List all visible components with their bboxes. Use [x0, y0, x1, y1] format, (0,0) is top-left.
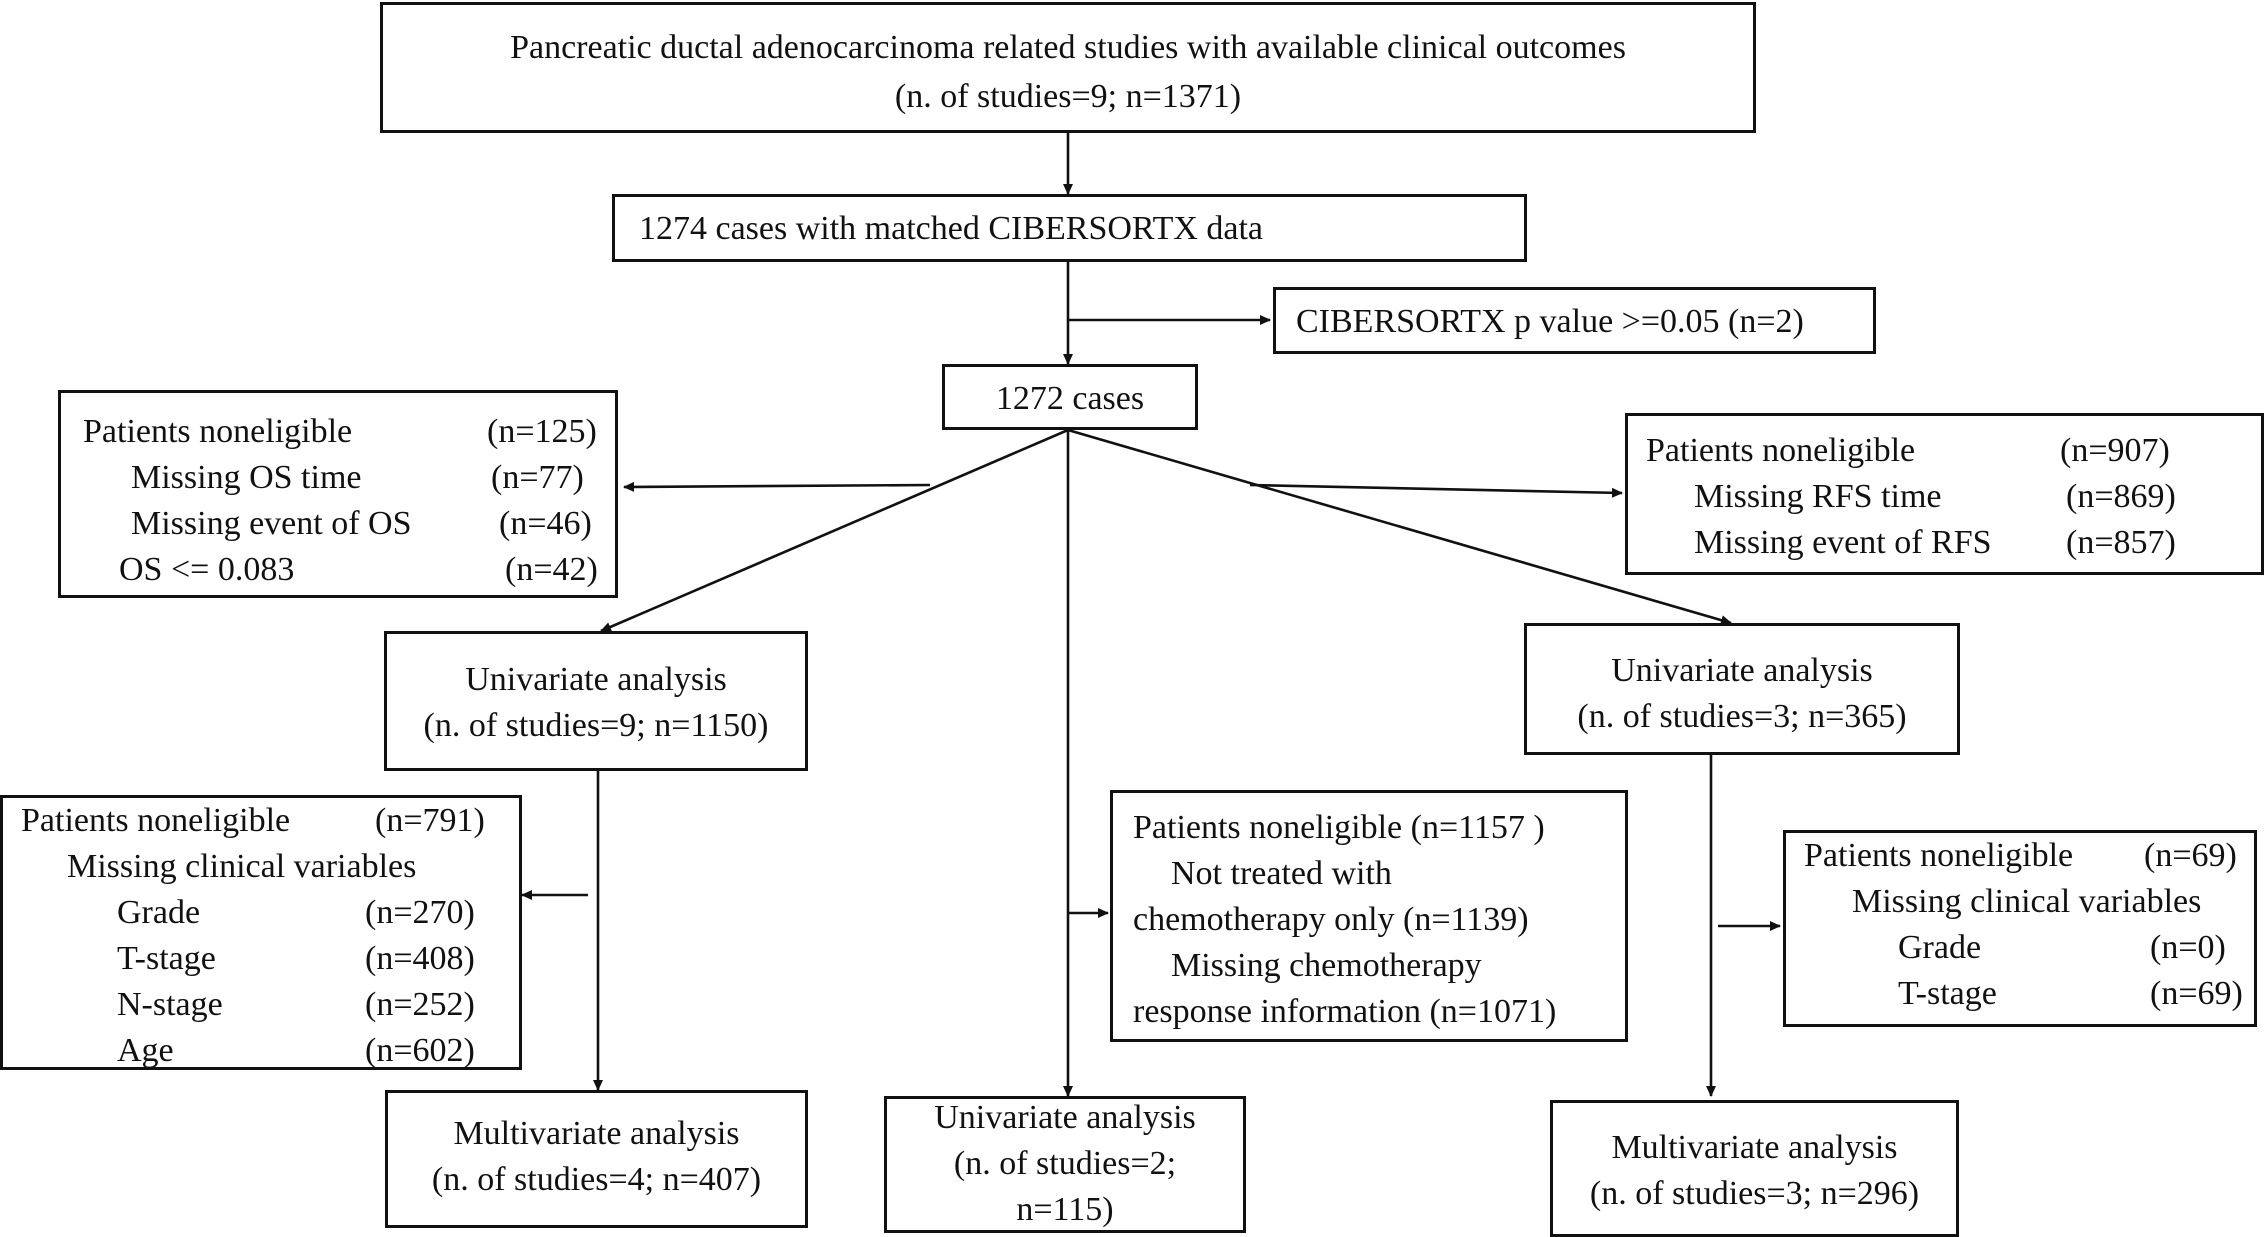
os-exclusion-row-label: OS <= 0.083: [119, 551, 295, 588]
chemo-exclusion-box: Patients noneligible (n=1157 ) Not treat…: [1110, 790, 1628, 1042]
matched-cases-box: 1274 cases with matched CIBERSORTX data: [612, 194, 1527, 262]
univariate-rfs-count: (n. of studies=3; n=365): [1577, 698, 1907, 735]
os-clinical-row-n: (n=252): [365, 986, 475, 1023]
multivariate-os-count: (n. of studies=4; n=407): [431, 1161, 762, 1198]
os-exclusion-row-label: Missing OS time: [131, 459, 362, 496]
rfs-exclusion-row-n: (n=869): [2066, 478, 2176, 515]
univariate-chemo-title: Univariate analysis: [934, 1099, 1196, 1136]
rfs-clinical-row-n: (n=69): [2150, 975, 2243, 1012]
os-clinical-title-n: (n=791): [375, 802, 485, 839]
os-exclusion-row-n: (n=42): [505, 551, 598, 588]
rfs-exclusion-box: Patients noneligible (n=907) Missing RFS…: [1625, 413, 2264, 575]
univariate-chemo-count: n=115): [1016, 1191, 1114, 1228]
arrow-to-os-exclusion: [623, 481, 931, 492]
source-studies-count: (n. of studies=9; n=1371): [894, 78, 1242, 115]
chemo-exclusion-line: Missing chemotherapy: [1171, 947, 1482, 984]
eligible-cases-box: 1272 cases: [942, 364, 1198, 430]
univariate-chemo-count: (n. of studies=2;: [953, 1145, 1177, 1182]
source-studies-box: Pancreatic ductal adenocarcinoma related…: [380, 2, 1756, 133]
univariate-chemo-box: Univariate analysis (n. of studies=2; n=…: [884, 1096, 1246, 1233]
pvalue-exclusion-label: CIBERSORTX p value >=0.05 (n=2): [1296, 303, 1804, 340]
rfs-clinical-exclusion-box: Patients noneligible (n=69) Missing clin…: [1783, 830, 2257, 1027]
matched-cases-label: 1274 cases with matched CIBERSORTX data: [639, 210, 1264, 247]
os-clinical-subtitle: Missing clinical variables: [67, 848, 417, 885]
os-clinical-row-label: T-stage: [117, 940, 216, 977]
os-clinical-row-label: Grade: [117, 894, 201, 931]
os-exclusion-title-n: (n=125): [487, 413, 597, 450]
os-clinical-row-n: (n=270): [365, 894, 475, 931]
rfs-clinical-row-n: (n=0): [2150, 929, 2226, 966]
eligible-cases-label: 1272 cases: [995, 380, 1145, 417]
chemo-exclusion-line: Not treated with: [1171, 855, 1392, 892]
rfs-clinical-title: Patients noneligible: [1804, 837, 2074, 874]
os-exclusion-row-n: (n=77): [491, 459, 584, 496]
chemo-exclusion-title: Patients noneligible (n=1157 ): [1133, 809, 1545, 846]
multivariate-rfs-box: Multivariate analysis (n. of studies=3; …: [1550, 1100, 1959, 1237]
rfs-clinical-row-label: Grade: [1898, 929, 1982, 966]
os-clinical-row-n: (n=602): [365, 1032, 475, 1069]
os-clinical-title: Patients noneligible: [21, 802, 291, 839]
arrow-cases-to-uni-os: [600, 428, 1069, 633]
source-studies-title: Pancreatic ductal adenocarcinoma related…: [510, 29, 1626, 66]
univariate-os-count: (n. of studies=9; n=1150): [423, 707, 769, 744]
pvalue-exclusion-box: CIBERSORTX p value >=0.05 (n=2): [1273, 287, 1876, 354]
univariate-os-title: Univariate analysis: [465, 661, 727, 698]
multivariate-rfs-title: Multivariate analysis: [1611, 1129, 1898, 1166]
os-clinical-row-label: N-stage: [117, 986, 223, 1023]
os-exclusion-row-n: (n=46): [499, 505, 592, 542]
univariate-os-box: Univariate analysis (n. of studies=9; n=…: [384, 631, 808, 771]
os-exclusion-row-label: Missing event of OS: [131, 505, 412, 542]
os-clinical-row-n: (n=408): [365, 940, 475, 977]
os-clinical-exclusion-box: Patients noneligible (n=791) Missing cli…: [0, 795, 522, 1070]
chemo-exclusion-line: chemotherapy only (n=1139): [1133, 901, 1529, 938]
rfs-exclusion-row-n: (n=857): [2066, 524, 2176, 561]
rfs-clinical-row-label: T-stage: [1898, 975, 1997, 1012]
multivariate-os-title: Multivariate analysis: [453, 1115, 740, 1152]
rfs-clinical-title-n: (n=69): [2144, 837, 2237, 874]
chemo-exclusion-line: response information (n=1071): [1133, 993, 1557, 1030]
rfs-exclusion-title-n: (n=907): [2060, 432, 2170, 469]
rfs-exclusion-row-label: Missing RFS time: [1694, 478, 1942, 515]
arrow-to-rfs-exclusion: [1249, 483, 1623, 498]
multivariate-os-box: Multivariate analysis (n. of studies=4; …: [385, 1090, 808, 1228]
rfs-exclusion-title: Patients noneligible: [1646, 432, 1916, 469]
os-exclusion-title: Patients noneligible: [83, 413, 353, 450]
multivariate-rfs-count: (n. of studies=3; n=296): [1589, 1175, 1920, 1212]
rfs-exclusion-row-label: Missing event of RFS: [1694, 524, 1992, 561]
univariate-rfs-title: Univariate analysis: [1611, 652, 1873, 689]
arrow-cases-to-uni-rfs: [1067, 428, 1732, 626]
os-exclusion-box: Patients noneligible (n=125) Missing OS …: [58, 390, 618, 598]
rfs-clinical-subtitle: Missing clinical variables: [1852, 883, 2202, 920]
os-clinical-row-label: Age: [117, 1032, 174, 1069]
univariate-rfs-box: Univariate analysis (n. of studies=3; n=…: [1524, 623, 1960, 755]
